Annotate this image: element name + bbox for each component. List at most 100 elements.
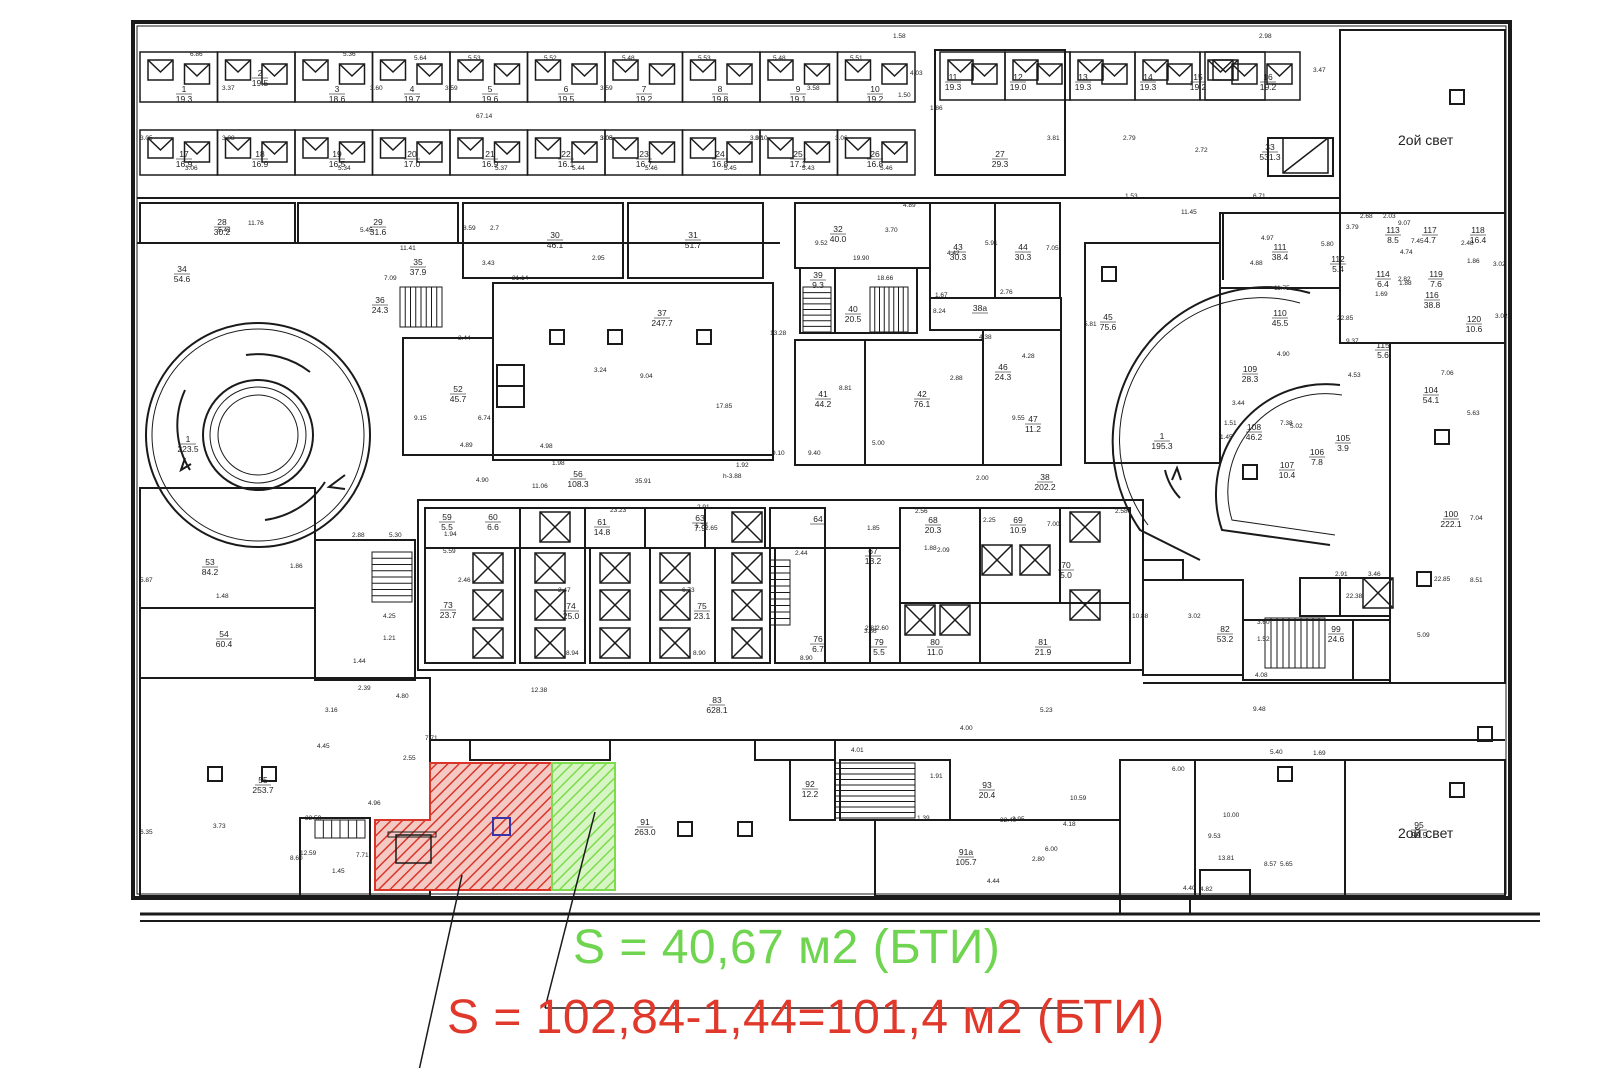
dimension-label: 2.88 — [950, 375, 963, 382]
room-number: 59 — [442, 512, 452, 522]
dimension-label: 5.43 — [802, 165, 815, 172]
room-area: 38.4 — [1272, 252, 1289, 262]
room-area: 23.7 — [440, 610, 457, 620]
dimension-label: 9.15 — [414, 415, 427, 422]
room-area: 9.3 — [812, 280, 824, 290]
dimension-label: 32.40 — [1000, 817, 1017, 824]
dimension-label: 3.46 — [1368, 571, 1381, 578]
dimension-label: 3.06 — [185, 165, 198, 172]
dimension-label: 2.95 — [592, 255, 605, 262]
room-number: 17 — [179, 149, 189, 159]
dimension-label: 2.65 — [705, 525, 718, 532]
dimension-label: 1.48 — [216, 593, 229, 600]
dimension-label: 2.60 — [876, 625, 889, 632]
dimension-label: 3.60 — [1257, 619, 1270, 626]
dimension-label: 5.00 — [872, 440, 885, 447]
dimension-label: 2.76 — [1000, 289, 1013, 296]
dimension-label: 5.53 — [698, 55, 711, 62]
dimension-label: 11.75 — [1274, 285, 1290, 292]
room-number: 35 — [413, 257, 423, 267]
dimension-label: 3.37 — [222, 85, 235, 92]
room-area: 23.1 — [694, 611, 711, 621]
room-area: 253.7 — [252, 785, 274, 795]
room-number: 53 — [205, 557, 215, 567]
room-area: 628.1 — [706, 705, 728, 715]
dimension-label: 12.59 — [300, 850, 317, 857]
room-area: 54.1 — [1423, 395, 1440, 405]
room-area: 20.5 — [845, 314, 862, 324]
room-area: 16.8 — [712, 159, 729, 169]
room-number: 104 — [1424, 385, 1438, 395]
dimension-label: 5.46 — [645, 165, 658, 172]
room-number: 107 — [1280, 460, 1294, 470]
room-number: 7 — [642, 84, 647, 94]
dimension-label: 2.44 — [795, 550, 808, 557]
dimension-label: 3.60 — [370, 85, 383, 92]
dimension-label: 3.16 — [325, 707, 338, 714]
room-area: 19.5 — [252, 78, 269, 88]
dimension-label: 3.47 — [1313, 67, 1326, 74]
room-number: 31 — [688, 230, 698, 240]
room-number: 75 — [697, 601, 707, 611]
room-area: 19.3 — [1075, 82, 1092, 92]
room-number: 91 — [640, 817, 650, 827]
room-area: 6.4 — [1377, 279, 1389, 289]
room-number: 120 — [1467, 314, 1481, 324]
dimension-label: 4.90 — [476, 477, 489, 484]
room-number: 3 — [335, 84, 340, 94]
dimension-label: 10.88 — [1132, 613, 1149, 620]
room-number: 74 — [566, 601, 576, 611]
room-area: 19.8 — [712, 94, 729, 104]
dimension-label: 5.65 — [1280, 861, 1293, 868]
dimension-label: 7.38 — [1280, 420, 1293, 427]
room-area: 12.2 — [802, 789, 819, 799]
dimension-label: 1.86 — [1467, 258, 1480, 265]
dimension-label: 4.97 — [1261, 235, 1274, 242]
dimension-label: 4.28 — [1022, 353, 1035, 360]
room-number: 63 — [695, 513, 705, 523]
dimension-label: 8.57 — [1264, 861, 1277, 868]
dimension-label: 3.70 — [885, 227, 898, 234]
dimension-label: 3.59 — [600, 85, 613, 92]
dimension-label: 2.47 — [558, 587, 571, 594]
dimension-label: 7.04 — [1470, 515, 1483, 522]
room-area: 7.9 — [694, 523, 706, 533]
room-area: 247.7 — [651, 318, 673, 328]
room-area: 7.8 — [1311, 457, 1323, 467]
room-area: 16.5 — [329, 159, 346, 169]
dimension-label: 67.14 — [476, 113, 493, 120]
dimension-label: 22.85 — [1434, 576, 1451, 583]
room-area: 5.5 — [441, 522, 453, 532]
red-area-caption: S = 102,84-1,44=101,4 м2 (БТИ) — [447, 991, 1165, 1044]
room-number: 40 — [848, 304, 858, 314]
room-area: 24.6 — [1328, 634, 1345, 644]
room-area: 19.0 — [1010, 82, 1027, 92]
room-area: 105.7 — [955, 857, 977, 867]
room-area: 84.2 — [202, 567, 219, 577]
dimension-label: 5.59 — [443, 548, 456, 555]
dimension-label: 8.90 — [800, 655, 813, 662]
dimension-label: 5.02 — [1290, 423, 1303, 430]
dimension-label: 5.42 — [218, 227, 231, 234]
room-number: 105 — [1336, 433, 1350, 443]
dimension-label: 4.38 — [979, 334, 992, 341]
dimension-label: 1.45 — [332, 868, 345, 875]
room-area: 10.6 — [1466, 324, 1483, 334]
room-area: 8.5 — [1387, 235, 1399, 245]
dimension-label: 9.53 — [1208, 833, 1221, 840]
room-area: 6.6 — [487, 522, 499, 532]
dimension-label: 8.59 — [463, 225, 476, 232]
dimension-label: 6.73 — [682, 587, 695, 594]
room-number: 82 — [1220, 624, 1230, 634]
room-number: 81 — [1038, 637, 1048, 647]
dimension-label: 2.46 — [458, 577, 471, 584]
dimension-label: 2.88 — [352, 532, 365, 539]
dimension-label: 1.53 — [1125, 193, 1138, 200]
room-number: 111 — [1274, 242, 1287, 252]
room-number: 39 — [813, 270, 823, 280]
room-number: 68 — [928, 515, 938, 525]
dimension-label: 5.87 — [140, 577, 153, 584]
dimension-label: 2.00 — [976, 475, 989, 482]
dimension-label: 8.94 — [566, 650, 579, 657]
room-area: 30.3 — [950, 252, 967, 262]
